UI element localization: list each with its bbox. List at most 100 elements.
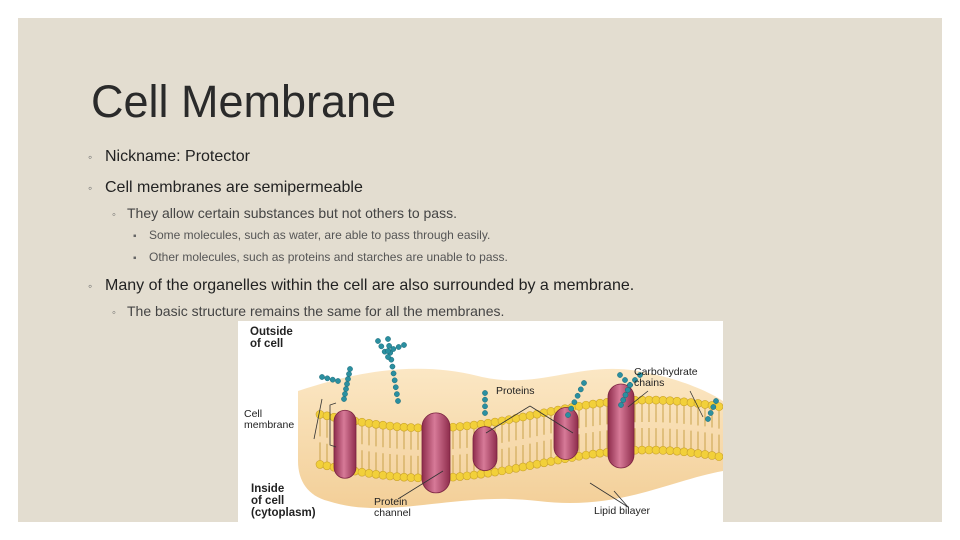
sugar-bead [324, 375, 331, 382]
sugar-bead [574, 392, 581, 399]
lipid-head [714, 452, 723, 461]
lipid-head [483, 418, 493, 428]
carbohydrate-chains [319, 336, 719, 422]
lipid-head [518, 462, 528, 472]
label-protein-channel: Protein channel [374, 497, 411, 519]
lipid-head [364, 419, 374, 428]
bullet-text: Some molecules, such as water, are able … [149, 228, 491, 242]
lipid-head [476, 469, 486, 479]
sugar-bead [571, 399, 578, 406]
slide-title: Cell Membrane [91, 76, 397, 127]
sugar-bead [392, 384, 399, 391]
sugar-bead [385, 348, 391, 354]
lipid-head [497, 416, 507, 426]
bullet-marker-icon: ◦ [112, 307, 116, 319]
sugar-bead [622, 377, 628, 383]
lipid-head [588, 449, 598, 459]
bullet-marker-icon: ▪ [133, 231, 137, 242]
protein-shape [333, 409, 357, 479]
bullet-text: Cell membranes are semipermeable [105, 179, 363, 196]
lipid-head [546, 457, 556, 466]
label-outside-line: Outside [250, 326, 293, 338]
sugar-bead [713, 398, 719, 404]
membrane-illustration [298, 336, 723, 509]
bullet-text: The basic structure remains the same for… [127, 303, 505, 319]
bullet-text: Many of the organelles within the cell a… [105, 277, 635, 294]
lipid-head [357, 467, 367, 477]
sugar-bead [385, 336, 391, 342]
sugar-bead [346, 371, 352, 377]
sugar-bead [482, 396, 488, 403]
sugar-bead [565, 412, 571, 418]
bullet-marker-icon: ◦ [112, 209, 116, 221]
sugar-bead [335, 378, 341, 384]
sugar-bead [637, 372, 643, 378]
lipid-head [581, 450, 591, 460]
protein-shape [553, 407, 579, 460]
lipid-head [490, 417, 500, 427]
lipid-head [322, 461, 332, 471]
bullet-level-1: ◦ Nickname: Protector [88, 148, 250, 166]
lipid-head [700, 450, 710, 459]
lipid-head [700, 400, 710, 409]
membrane-proteins [333, 383, 635, 494]
label-inside-line: Inside [251, 483, 285, 495]
sugar-bead [391, 377, 398, 384]
label-inside-of-cell: Inside of cell (cytoplasm) [251, 483, 316, 519]
lipid-head [315, 460, 325, 469]
sugar-bead [345, 376, 351, 382]
label-inside-line: (cytoplasm) [251, 507, 316, 519]
lipid-head [357, 417, 367, 427]
sugar-bead [482, 390, 488, 396]
lipid-head [693, 449, 703, 458]
lipid-head [490, 467, 500, 477]
sugar-bead [342, 391, 348, 397]
slide: Cell Membrane ◦Nickname: Protector ◦Cell… [18, 18, 942, 522]
sugar-bead [329, 376, 336, 383]
sugar-bead [395, 344, 402, 350]
bullet-level-3: ▪ Some molecules, such as water, are able… [133, 228, 490, 242]
lipid-head [539, 458, 549, 468]
label-cell-membrane: Cell membrane [244, 409, 294, 431]
sugar-bead [394, 391, 400, 397]
lipid-head [546, 407, 556, 416]
lipid-head [497, 466, 507, 476]
sugar-bead [344, 381, 350, 387]
label-inside-line: of cell [251, 495, 285, 507]
protein-shape [421, 412, 451, 494]
bullet-level-1: ◦ Many of the organelles within the cell … [88, 277, 634, 295]
sugar-bead [389, 363, 396, 370]
bullet-text: Nickname: Protector [105, 148, 250, 165]
sugar-bead [482, 403, 488, 410]
bullet-marker-icon: ▪ [133, 253, 137, 264]
sugar-bead [482, 410, 488, 416]
lipid-head [518, 412, 528, 422]
label-carbohydrate-line: Carbohydrate [634, 366, 698, 378]
label-protein-channel-line: channel [374, 507, 411, 519]
label-proteins: Proteins [496, 385, 535, 397]
bullet-marker-icon: ◦ [88, 279, 93, 293]
sugar-bead [568, 405, 575, 412]
bullet-level-1: ◦Cell membranes are semipermeable [88, 179, 363, 197]
sugar-bead [375, 338, 381, 344]
bullet-level-2: ◦ They allow certain substances but not o… [112, 205, 457, 221]
lipid-head [532, 459, 542, 469]
sugar-bead [319, 374, 325, 380]
lipid-head [525, 461, 535, 470]
lipid-head [581, 400, 591, 410]
bullet-marker-icon: ◦ [88, 150, 93, 164]
protein-shape [472, 426, 498, 472]
lipid-head [504, 465, 514, 474]
sugar-bead [622, 392, 629, 398]
lipid-head [315, 410, 325, 419]
bullet-text: They allow certain substances but not ot… [127, 205, 457, 221]
sugar-bead [341, 396, 347, 402]
cell-membrane-diagram: Outside of cell Cell membrane Inside of … [238, 321, 723, 522]
sugar-bead [577, 386, 584, 393]
sugar-bead [347, 366, 353, 372]
sugar-bead [707, 410, 714, 416]
sugar-bead [617, 372, 623, 378]
sugar-bead [401, 342, 407, 348]
label-outside-line: of cell [250, 338, 284, 350]
sugar-bead [618, 402, 624, 408]
